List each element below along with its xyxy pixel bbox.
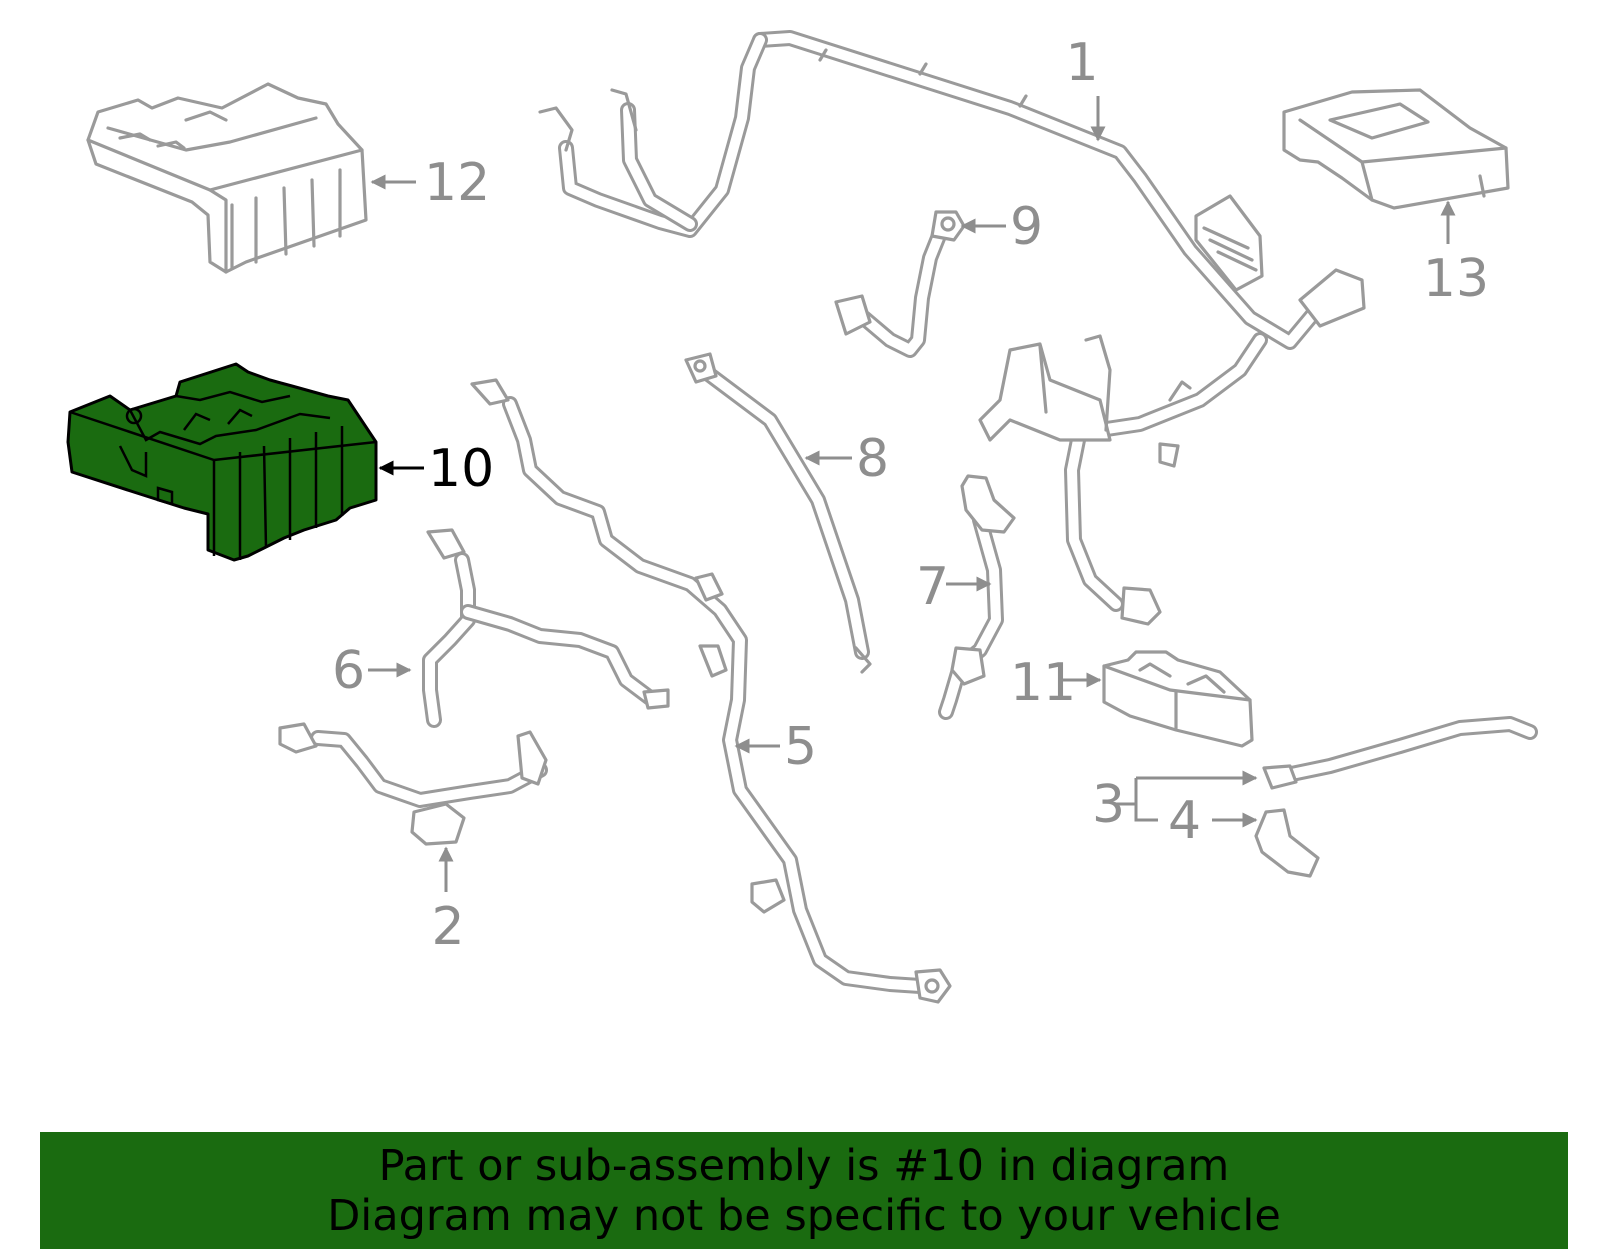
callout-9-label: 9 [1010,197,1043,257]
callout-7: 7 [916,557,992,617]
callout-5-label: 5 [784,717,817,777]
callout-11: 11 [1010,653,1102,713]
callout-10-label: 10 [428,439,494,499]
part-9-cable [834,210,966,358]
callout-4-label: 4 [1168,791,1201,851]
part-7-cable [938,474,1016,720]
callout-1-label: 1 [1065,33,1098,93]
part-5-cable [470,378,952,1004]
callout-9: 9 [960,197,1043,257]
part-4-sensor [1254,808,1320,878]
callout-11-label: 11 [1010,653,1076,713]
callout-8: 8 [804,429,889,489]
callout-8-label: 8 [856,429,889,489]
callout-13-label: 13 [1423,249,1489,309]
callout-7-label: 7 [916,557,949,617]
part-11-fuse-block [1102,650,1254,748]
part-13-cover [1282,88,1510,210]
callout-1: 1 [1065,33,1106,142]
callout-5: 5 [734,717,817,777]
callout-12: 12 [370,153,490,213]
callout-10: 10 [378,439,494,499]
info-banner: Part or sub-assembly is #10 in diagram D… [40,1132,1568,1249]
callout-2-label: 2 [431,897,464,957]
callout-13: 13 [1423,200,1489,309]
part-2-cable [278,722,548,846]
part-3-cable [1262,716,1538,790]
banner-line-1: Part or sub-assembly is #10 in diagram [378,1140,1230,1191]
callout-6: 6 [332,641,412,701]
callout-3-label: 3 [1092,775,1125,835]
part-8-strap [684,352,872,674]
part-6-cable [422,528,670,728]
callout-6-label: 6 [332,641,365,701]
part-12-cover [86,82,368,274]
banner-line-2: Diagram may not be specific to your vehi… [327,1190,1281,1241]
part-1-harness [538,30,1366,626]
part-10-fuse-box-highlighted [66,362,378,562]
callout-12-label: 12 [424,153,490,213]
callout-3-4: 3 4 [1092,770,1258,851]
callout-2: 2 [431,846,465,957]
